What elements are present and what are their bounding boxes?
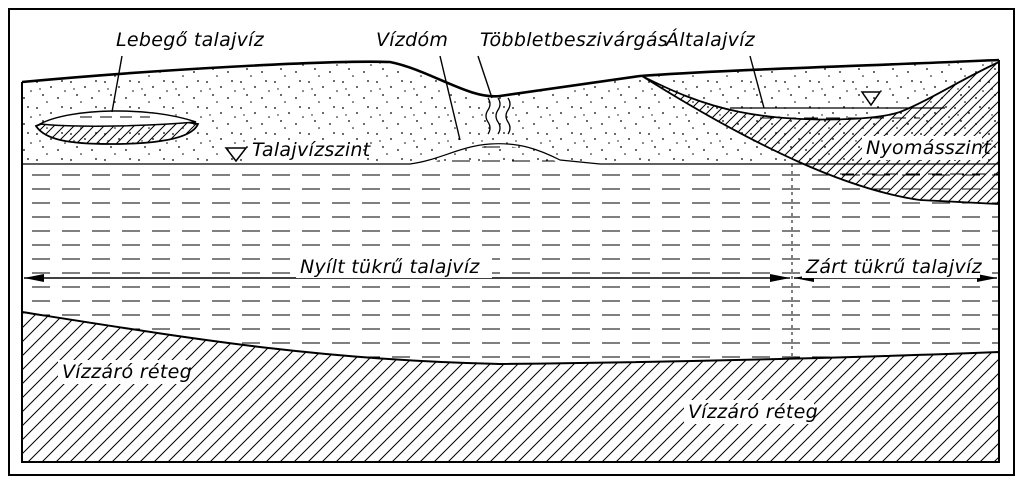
label-pseudo-groundwater: Általajvíz	[664, 28, 756, 51]
label-excess-infiltration: Többletbeszivárgás	[480, 29, 668, 51]
unconfined-arrow-right	[770, 274, 790, 282]
ground-surface	[21, 58, 1000, 98]
confining-layer	[641, 60, 1000, 205]
water-table-line	[22, 143, 999, 165]
label-impermeable-left: Vízzáró réteg	[62, 361, 192, 383]
label-impermeable-bottom: Vízzáró réteg	[688, 401, 818, 423]
leader-seepage	[477, 55, 493, 99]
label-groundwater-level: Talajvízszint	[252, 139, 372, 161]
seepage-arrows	[485, 97, 511, 135]
water-mound-fill	[430, 145, 560, 164]
leader-pseudo	[749, 55, 765, 109]
saturated-zone	[22, 164, 999, 364]
confined-arrow-right	[977, 274, 997, 282]
leader-mound	[439, 55, 461, 141]
perched-lens-water	[37, 110, 197, 127]
unconfined-arrow-left	[24, 274, 44, 282]
label-confined-groundwater: Zárt tükrű talajvíz	[805, 256, 983, 278]
label-water-mound: Vízdóm	[376, 29, 448, 51]
leader-perched	[111, 55, 123, 113]
label-perched-water: Lebegő talajvíz	[116, 29, 265, 51]
label-pressure-level: Nyomásszint	[866, 137, 992, 159]
water-level-marker-left	[224, 147, 248, 163]
water-level-marker-right	[860, 91, 882, 107]
impermeable-layer	[21, 310, 1000, 463]
label-unconfined-groundwater: Nyílt tükrű talajvíz	[300, 256, 480, 278]
